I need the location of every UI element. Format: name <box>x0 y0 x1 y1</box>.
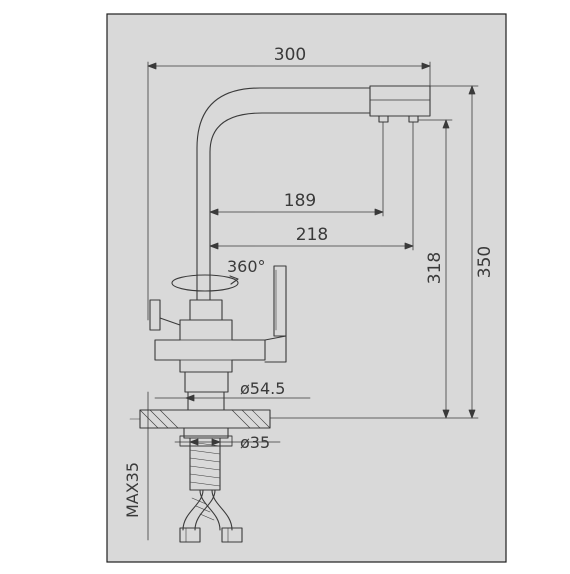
paper-background <box>106 13 507 563</box>
faucet-body <box>149 265 287 393</box>
dim-label-189: 189 <box>284 191 316 211</box>
dim-label-rotation: 360° <box>227 257 266 276</box>
dim-label-218: 218 <box>296 225 328 245</box>
supply-hoses <box>179 489 243 543</box>
dim-line-max35 <box>139 391 161 541</box>
spout-outline <box>196 85 431 301</box>
dim-line-189 <box>209 121 384 217</box>
dim-label-318: 318 <box>425 252 445 284</box>
dim-label-thread-diameter: ø35 <box>240 433 270 452</box>
dim-line-318 <box>417 119 453 419</box>
dim-line-218 <box>209 121 414 251</box>
mounting-shank <box>179 391 233 491</box>
dim-line-thread-diameter <box>174 438 281 446</box>
dim-line-350 <box>269 85 479 419</box>
dim-label-base-diameter: ø54.5 <box>240 379 285 398</box>
rotation-ring <box>171 274 239 292</box>
dim-label-350: 350 <box>475 246 495 278</box>
dim-line-base-diameter <box>154 394 311 402</box>
dim-label-max35: MAX35 <box>123 462 142 518</box>
dim-label-300: 300 <box>274 45 306 65</box>
dim-line-300 <box>147 61 431 321</box>
